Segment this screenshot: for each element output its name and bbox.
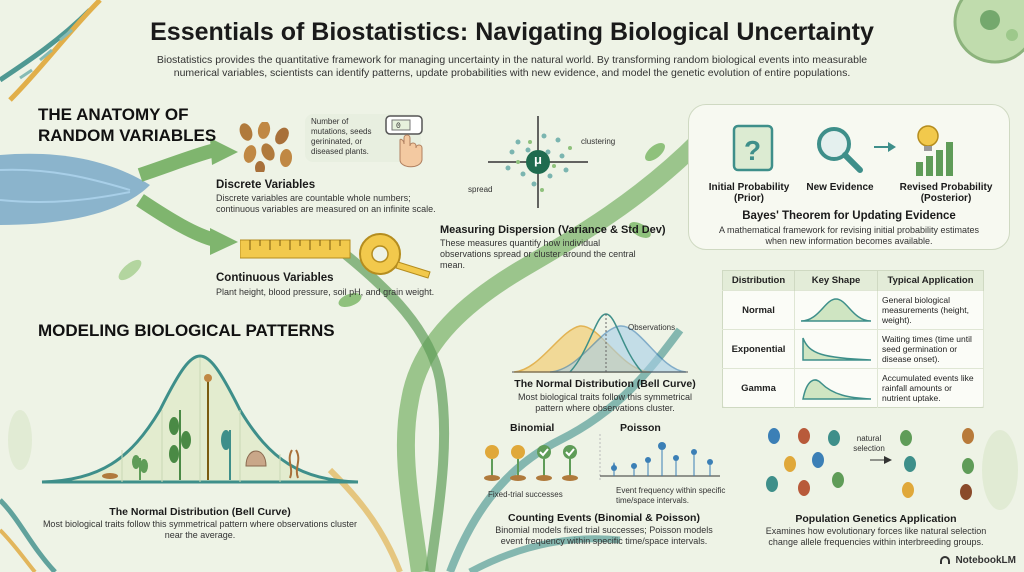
magnifier-icon <box>817 127 863 173</box>
posterior-label: Revised Probability (Posterior) <box>899 182 993 204</box>
observations-label: Observations <box>628 323 676 332</box>
bell-curve-illustration <box>41 354 359 484</box>
cell-icon <box>953 0 1024 64</box>
shape-exponential <box>794 329 878 369</box>
anatomy-heading-line2: RANDOM VARIABLES <box>38 126 217 145</box>
dispersion-diagram <box>488 116 588 208</box>
binomial-plants-icon <box>484 445 578 481</box>
counting-desc: Binomial models fixed trial successes; P… <box>495 525 713 546</box>
page-subtitle: Biostatistics provides the quantitative … <box>156 54 868 79</box>
arrow-right-icon <box>874 142 896 152</box>
header-key-shape: Key Shape <box>794 270 878 291</box>
poisson-caption: Event frequency within specific time/spa… <box>616 486 726 505</box>
row-app-gamma: Accumulated events like rainfall amounts… <box>877 368 984 408</box>
distribution-table: Distribution Key Shape Typical Applicati… <box>722 270 984 408</box>
anatomy-heading-line1: THE ANATOMY OF <box>38 105 189 124</box>
dna-icon-bottom <box>0 498 57 572</box>
center-normal-title: The Normal Distribution (Bell Curve) <box>514 378 696 390</box>
notebooklm-badge[interactable]: NotebookLM <box>939 555 1016 566</box>
population-title: Population Genetics Application <box>795 513 957 525</box>
shape-gamma <box>794 368 878 408</box>
bayes-title: Bayes' Theorem for Updating Evidence <box>742 210 956 222</box>
row-app-exponential: Waiting times (time until seed germinati… <box>877 329 984 369</box>
beetle-icons <box>766 428 974 500</box>
seeds-icon <box>239 122 293 172</box>
discrete-title: Discrete Variables <box>216 179 316 191</box>
plant-icons <box>102 374 300 480</box>
ruler-tape-icon <box>240 233 431 279</box>
table-header-row: Distribution Key Shape Typical Applicati… <box>722 270 984 291</box>
table-row: Normal General biological measurements (… <box>722 290 984 330</box>
notebooklm-label: NotebookLM <box>955 555 1016 566</box>
binomial-caption: Fixed-trial successes <box>488 490 563 499</box>
row-app-normal: General biological measurements (height,… <box>877 290 984 330</box>
normal-curve-icon <box>800 298 872 322</box>
row-name-exponential: Exponential <box>722 329 795 369</box>
mu-symbol: μ <box>534 152 542 167</box>
selection-label: natural selection <box>853 434 885 453</box>
exponential-curve-icon <box>802 337 872 361</box>
modeling-heading: MODELING BIOLOGICAL PATTERNS <box>38 321 335 340</box>
prior-label: Initial Probability (Prior) <box>708 182 790 204</box>
counting-title: Counting Events (Binomial & Poisson) <box>508 512 700 524</box>
bell-title: The Normal Distribution (Bell Curve) <box>109 506 291 518</box>
svg-text:?: ? <box>744 135 761 166</box>
header-typical-application: Typical Application <box>877 270 984 291</box>
lightbulb-chart-icon <box>916 125 953 176</box>
continuous-title: Continuous Variables <box>216 272 334 284</box>
page-title: Essentials of Biostatistics: Navigating … <box>150 18 874 46</box>
beetles-illustration <box>766 428 974 500</box>
dispersion-desc: These measures quantify how individual o… <box>440 238 636 270</box>
overlapping-normal-curves <box>512 313 688 373</box>
table-row: Gamma Accumulated events like rainfall a… <box>722 368 984 408</box>
continuous-desc: Plant height, blood pressure, soil pH, a… <box>216 287 435 297</box>
discrete-desc: Discrete variables are countable whole n… <box>216 193 436 214</box>
notebooklm-logo-icon <box>939 556 950 565</box>
poisson-drops-icon <box>599 434 720 482</box>
dispersion-title: Measuring Dispersion (Variance & Std Dev… <box>440 224 666 236</box>
center-normal-desc: Most biological traits follow this symme… <box>517 392 693 413</box>
row-name-normal: Normal <box>722 290 795 330</box>
binomial-label: Binomial <box>510 422 555 434</box>
question-icon: ? <box>732 124 774 172</box>
clustering-label: clustering <box>581 137 616 146</box>
bayes-desc: A mathematical framework for revising in… <box>718 225 980 246</box>
anatomy-heading: THE ANATOMY OF RANDOM VARIABLES <box>38 104 216 146</box>
gamma-curve-icon <box>802 379 872 400</box>
shape-normal <box>794 290 878 330</box>
svg-text:0: 0 <box>396 122 401 131</box>
counter-hand-icon: 0 <box>385 115 423 168</box>
bell-desc: Most biological traits follow this symme… <box>42 519 358 540</box>
header-distribution: Distribution <box>722 270 795 291</box>
callout-text: Number of mutations, seeds gerininated, … <box>311 117 372 156</box>
table-row: Exponential Waiting times (time until se… <box>722 329 984 369</box>
evidence-label: New Evidence <box>806 182 874 193</box>
row-name-gamma: Gamma <box>722 368 795 408</box>
population-desc: Examines how evolutionary forces like na… <box>765 526 987 547</box>
dna-icon <box>0 0 102 102</box>
poisson-label: Poisson <box>620 422 661 434</box>
spread-label: spread <box>468 185 493 194</box>
